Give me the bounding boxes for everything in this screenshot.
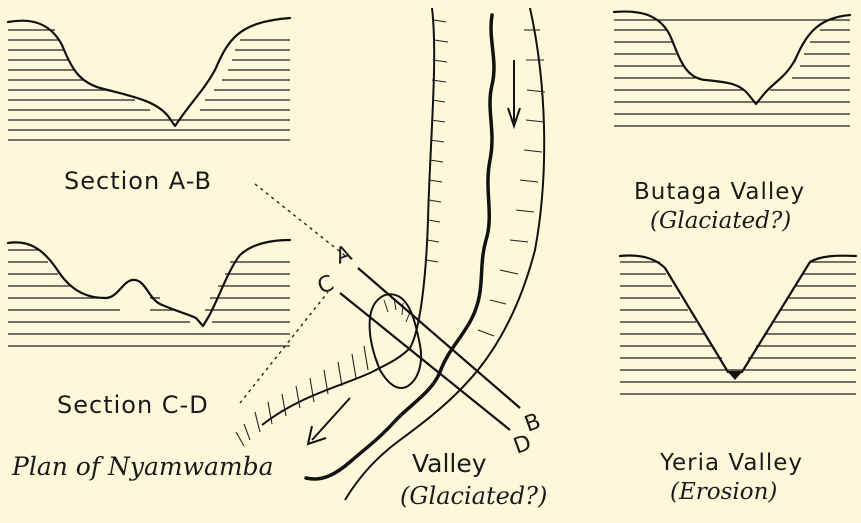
yeria-outline [620,256,856,373]
valley-plan [236,8,545,500]
section-cd-strata [8,250,290,346]
plan-title: Plan of Nyamwamba [11,452,274,481]
yeria-profile [620,256,856,395]
yeria-notch [728,372,742,380]
yeria-note: (Erosion) [670,479,777,505]
section-cd-label: Section C-D [57,391,209,419]
section-line-ab [358,268,520,408]
flow-arrow-side [308,398,350,444]
plan-note: (Glaciated?) [400,482,547,510]
plan-valley-label: Valley [412,449,487,478]
section-cd-leader [240,292,328,403]
flow-arrow-main [508,60,520,126]
butaga-title: Butaga Valley [634,179,805,205]
point-c-label: C [314,271,337,300]
butaga-profile [614,12,850,126]
section-ab-profile [8,18,290,140]
section-ab-label: Section A-B [64,167,212,195]
butaga-note: (Glaciated?) [650,208,791,234]
butaga-strata [614,20,850,126]
section-ab-strata [8,30,290,140]
valley-hachures [236,20,545,446]
section-cd-profile [8,240,290,346]
yeria-title: Yeria Valley [659,450,803,476]
point-a-label: A [332,241,355,270]
section-cd-outline [8,240,290,326]
